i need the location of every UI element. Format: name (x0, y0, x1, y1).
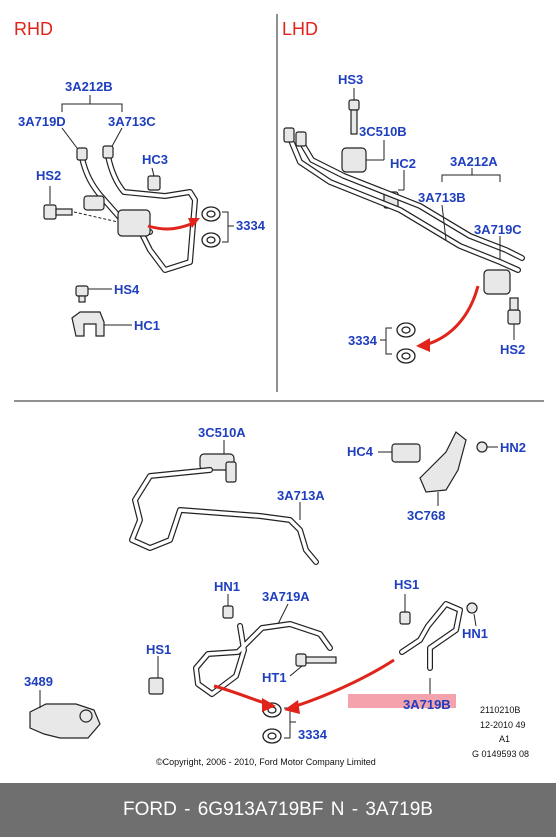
callout-3a719b: 3A719B (403, 697, 451, 712)
callout-hs3: HS3 (338, 72, 363, 87)
callout-hs4: HS4 (114, 282, 140, 297)
callout-3a212b: 3A212B (65, 79, 113, 94)
bottom-assembly (29, 431, 498, 744)
ref-code-2: 12-2010 49 (480, 720, 526, 730)
callout-hn2: HN2 (500, 440, 526, 455)
callout-hs1-right: HS1 (394, 577, 419, 592)
callout-3a212a: 3A212A (450, 154, 498, 169)
callout-3c768: 3C768 (407, 508, 445, 523)
callout-3334-lhd: 3334 (348, 333, 378, 348)
callout-3c510a: 3C510A (198, 425, 246, 440)
callout-ht1: HT1 (262, 670, 287, 685)
callout-3a713c: 3A713C (108, 114, 156, 129)
ref-code-3: A1 (499, 734, 510, 744)
rhd-assembly (43, 95, 234, 337)
callout-3489: 3489 (24, 674, 53, 689)
callout-3334-bottom: 3334 (298, 727, 328, 742)
part-number-footer: FORD - 6G913A719BF N - 3A719B (0, 783, 556, 837)
callout-3a713a: 3A713A (277, 488, 325, 503)
lhd-assembly (283, 88, 525, 364)
callout-hc1: HC1 (134, 318, 160, 333)
highlight-bar (348, 694, 456, 708)
callout-3a713b: 3A713B (418, 190, 466, 205)
callout-hs2-lhd: HS2 (500, 342, 525, 357)
callout-hc2: HC2 (390, 156, 416, 171)
ref-code-1: 2110210B (480, 705, 520, 715)
callout-3a719d: 3A719D (18, 114, 66, 129)
ref-code-4: G 0149593 08 (472, 749, 529, 759)
callout-hs2-rhd: HS2 (36, 168, 61, 183)
callout-hn1-left: HN1 (214, 579, 240, 594)
callout-3a719a: 3A719A (262, 589, 310, 604)
copyright: ©Copyright, 2006 - 2010, Ford Motor Comp… (156, 757, 376, 767)
callout-3c510b: 3C510B (359, 124, 407, 139)
callout-3a719c: 3A719C (474, 222, 522, 237)
callout-hn1-right: HN1 (462, 626, 488, 641)
rhd-title: RHD (14, 19, 53, 39)
callout-hc3: HC3 (142, 152, 168, 167)
callout-hc4: HC4 (347, 444, 374, 459)
lhd-title: LHD (282, 19, 318, 39)
callout-hs1-left: HS1 (146, 642, 171, 657)
callout-3334-rhd: 3334 (236, 218, 266, 233)
